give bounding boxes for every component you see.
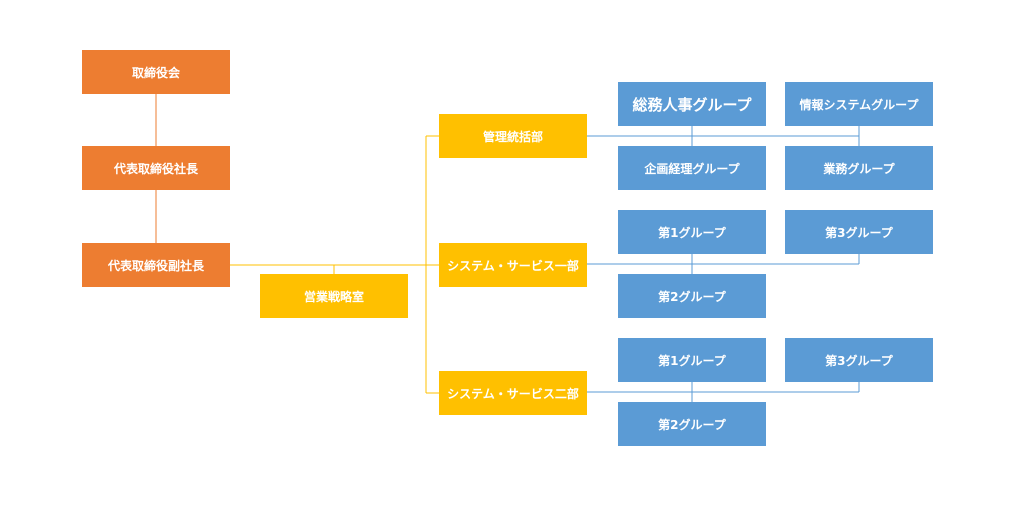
management-division-label: 管理統括部 xyxy=(482,129,543,144)
ss1-group-1-label: 第1グループ xyxy=(658,225,726,240)
ss2-group-1-box: 第1グループ xyxy=(618,338,766,382)
system-service-1-division-box: システム・サービス一部 xyxy=(439,243,587,287)
sales-strategy-office-label: 営業戦略室 xyxy=(303,289,364,304)
president-label: 代表取締役社長 xyxy=(113,161,198,176)
vice-president-label: 代表取締役副社長 xyxy=(107,258,204,273)
ss1-group-2-box: 第2グループ xyxy=(618,274,766,318)
president-box: 代表取締役社長 xyxy=(82,146,230,190)
board-of-directors-box: 取締役会 xyxy=(82,50,230,94)
ss2-group-2-label: 第2グループ xyxy=(658,417,726,432)
operations-group-label: 業務グループ xyxy=(823,161,895,176)
ss2-group-3-box: 第3グループ xyxy=(785,338,933,382)
general-affairs-hr-group-label: 総務人事グループ xyxy=(632,95,752,114)
ss1-group-3-box: 第3グループ xyxy=(785,210,933,254)
planning-accounting-group-label: 企画経理グループ xyxy=(644,161,740,176)
system-service-2-division-box: システム・サービス二部 xyxy=(439,371,587,415)
operations-group-box: 業務グループ xyxy=(785,146,933,190)
vice-president-box: 代表取締役副社長 xyxy=(82,243,230,287)
system-service-2-division-label: システム・サービス二部 xyxy=(447,386,579,401)
general-affairs-hr-group-box: 総務人事グループ xyxy=(618,82,766,126)
ss1-group-1-box: 第1グループ xyxy=(618,210,766,254)
sales-strategy-office-box: 営業戦略室 xyxy=(260,274,408,318)
information-systems-group-label: 情報システムグループ xyxy=(799,97,919,112)
ss2-group-1-label: 第1グループ xyxy=(658,353,726,368)
board-of-directors-label: 取締役会 xyxy=(131,65,180,80)
information-systems-group-box: 情報システムグループ xyxy=(785,82,933,126)
ss2-group-2-box: 第2グループ xyxy=(618,402,766,446)
ss1-group-3-label: 第3グループ xyxy=(825,225,893,240)
ss2-group-3-label: 第3グループ xyxy=(825,353,893,368)
management-division-box: 管理統括部 xyxy=(439,114,587,158)
ss1-group-2-label: 第2グループ xyxy=(658,289,726,304)
planning-accounting-group-box: 企画経理グループ xyxy=(618,146,766,190)
system-service-1-division-label: システム・サービス一部 xyxy=(447,258,579,273)
